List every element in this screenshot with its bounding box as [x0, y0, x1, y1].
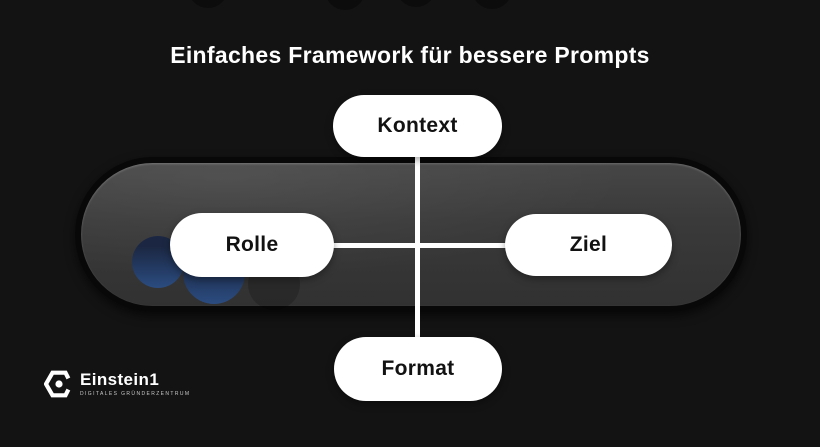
node-ziel-label: Ziel — [569, 233, 608, 256]
brand-logo-text: Einstein1 DIGITALES GRÜNDERZENTRUM — [80, 369, 191, 398]
einstein1-hexagon-icon — [44, 369, 74, 399]
top-decor-circle — [396, 0, 436, 7]
top-decor-circle — [472, 0, 512, 9]
top-decor-circle — [188, 0, 228, 8]
node-rolle-label: Rolle — [225, 233, 279, 256]
slide-title: Einfaches Framework für bessere Prompts — [170, 42, 650, 68]
node-ziel: Ziel — [505, 214, 672, 276]
top-decor-circle — [325, 0, 365, 10]
node-format-label: Format — [381, 357, 455, 380]
brand-logo: Einstein1 DIGITALES GRÜNDERZENTRUM — [44, 369, 190, 399]
brand-name: Einstein1 — [80, 369, 160, 389]
node-kontext: Kontext — [333, 95, 502, 157]
brand-tagline: DIGITALES GRÜNDERZENTRUM — [80, 391, 191, 398]
node-rolle: Rolle — [170, 213, 334, 277]
node-format: Format — [334, 337, 502, 401]
node-kontext-label: Kontext — [377, 114, 458, 137]
connector-horizontal — [250, 243, 587, 248]
